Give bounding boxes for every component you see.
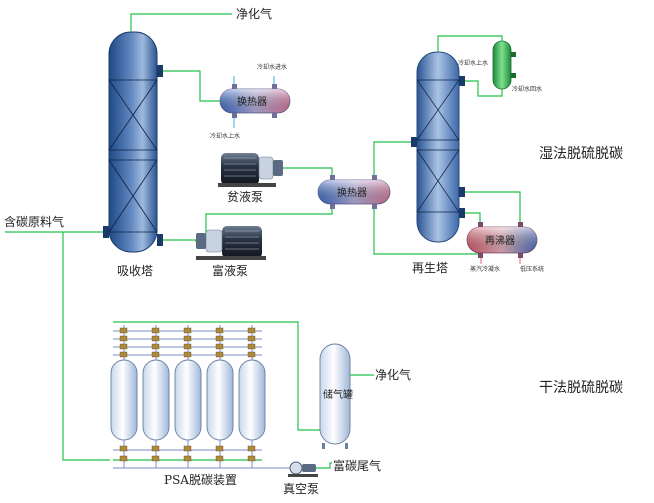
valve-icon [183, 343, 192, 350]
valve-icon [119, 335, 128, 342]
cooling-water-in-2-label: 冷却水上水 [458, 59, 488, 67]
valve-icon [183, 445, 192, 452]
rich-carbon-tail-gas-label: 富碳尾气 [333, 458, 381, 473]
rich-pump-label: 富液泵 [212, 263, 248, 278]
valve-icon [247, 343, 256, 350]
condenser [492, 40, 516, 90]
valve-icon [119, 327, 128, 334]
absorber-label: 吸收塔 [117, 264, 153, 278]
valve-icon [119, 351, 128, 358]
valve-icon [247, 327, 256, 334]
vacuum-pump-label: 真空泵 [283, 482, 319, 496]
psa-adsorber-column [142, 325, 170, 468]
clean-gas-top-label: 净化气 [236, 6, 272, 21]
valve-icon [119, 455, 128, 462]
valve-icon [151, 335, 160, 342]
valve-icon [183, 335, 192, 342]
absorber-tower: 吸收塔 [103, 31, 163, 278]
valve-icon [183, 351, 192, 358]
feed-to-psa-pipe [62, 232, 110, 461]
reboiler: 再沸器 [466, 222, 538, 258]
cooling-water-out-2-label: 冷却水回水 [512, 85, 542, 93]
psa-adsorber-column [206, 325, 234, 468]
psa-product-pipe [113, 321, 321, 431]
regen-bottom-pipe [373, 209, 478, 255]
regen-to-condenser-pipe [437, 35, 503, 52]
valve-icon [215, 327, 224, 334]
clean-gas-psa-label: 净化气 [375, 367, 411, 382]
storage-tank: 储气罐 [319, 343, 353, 449]
valve-icon [151, 351, 160, 358]
psa-unit-label: PSA脱碳装置 [164, 472, 237, 487]
valve-icon [151, 343, 160, 350]
valve-icon [151, 327, 160, 334]
storage-tank-label: 储气罐 [323, 388, 353, 401]
psa-columns [110, 325, 266, 468]
psa-adsorber-column [174, 325, 202, 468]
feed-gas-label: 含碳原料气 [4, 214, 64, 229]
valve-icon [183, 455, 192, 462]
heat-exchanger-center-label: 换热器 [337, 186, 367, 199]
hx2-to-regen-pipe [373, 141, 411, 175]
valve-icon [247, 445, 256, 452]
low-pressure-system-label: 低压系统 [520, 265, 544, 273]
valve-icon [183, 327, 192, 334]
steam-line-label: 蒸汽冷凝水 [470, 265, 500, 273]
valve-icon [215, 445, 224, 452]
rich-pump: 富液泵 [196, 226, 266, 278]
valve-icon [151, 445, 160, 452]
tail-gas-pipe [316, 462, 332, 469]
heat-exchanger-top: 换热器 [219, 84, 291, 118]
reboiler-label: 再沸器 [485, 234, 515, 247]
valve-icon [247, 455, 256, 462]
regenerator-label: 再生塔 [412, 261, 448, 275]
valve-icon [215, 335, 224, 342]
psa-adsorber-column [238, 325, 266, 468]
clean-gas-pipe [130, 13, 232, 32]
heat-exchanger-top-label: 换热器 [237, 95, 267, 108]
absorber-to-hx-pipe [163, 70, 220, 102]
valve-icon [247, 335, 256, 342]
valve-icon [215, 455, 224, 462]
dry-process-title: 干法脱硫脱碳 [539, 380, 623, 396]
valve-icon [247, 351, 256, 358]
valve-icon [119, 343, 128, 350]
regen-to-reboiler-pipe [465, 191, 521, 222]
lean-pump-label: 贫液泵 [227, 189, 263, 204]
psa-bottom-manifold [113, 449, 290, 469]
lean-pump: 贫液泵 [218, 153, 283, 204]
lean-to-hx2-pipe [283, 167, 333, 175]
vacuum-pump [288, 461, 318, 477]
psa-adsorber-column [110, 325, 138, 468]
valve-icon [215, 351, 224, 358]
valve-icon [119, 445, 128, 452]
cooling-water-out-1-label: 冷却水上水 [210, 132, 240, 140]
heat-exchanger-center: 换热器 [317, 175, 391, 209]
regenerator-tower: 再生塔 [411, 51, 465, 275]
condenser-reflux-pipe [465, 80, 503, 97]
valve-icon [151, 455, 160, 462]
reboiler-return-pipe [465, 212, 481, 222]
wet-process-title: 湿法脱硫脱碳 [539, 146, 623, 162]
valve-icon [215, 343, 224, 350]
cooling-water-in-1-label: 冷却水进水 [257, 63, 287, 71]
